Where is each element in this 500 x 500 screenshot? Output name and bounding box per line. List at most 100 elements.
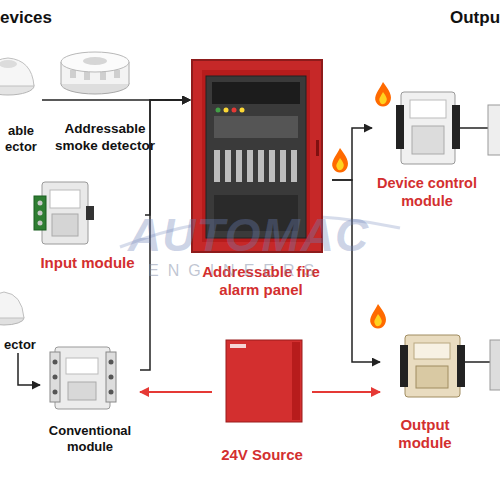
detector-illustration xyxy=(0,58,34,95)
node-caption: Output module xyxy=(380,416,470,454)
node-caption: Conventional module xyxy=(40,423,140,456)
flame-icon xyxy=(370,304,386,329)
power-box xyxy=(226,340,302,422)
smoke-detector-box: Addressable smoke detector xyxy=(45,45,165,155)
detector-illustration xyxy=(0,292,24,325)
node-caption: 24V Source xyxy=(221,446,303,465)
control-module-box: Device control module xyxy=(372,85,482,210)
flame-outer xyxy=(332,148,348,173)
module-board xyxy=(416,366,448,388)
wire-connector xyxy=(332,180,380,362)
module-board xyxy=(412,126,444,154)
panel-led xyxy=(224,108,229,113)
control-module-illustration xyxy=(396,92,460,164)
wire-connector xyxy=(140,391,212,393)
panel-led xyxy=(240,108,245,113)
panel-module xyxy=(258,150,264,182)
flame-inner xyxy=(336,158,343,170)
node-caption: Input module xyxy=(40,254,134,273)
terminal-screw xyxy=(53,375,58,380)
fire-alarm-panel-box: Addressable fire alarm panel xyxy=(190,55,332,300)
terminal-screw xyxy=(53,360,58,365)
panel-module xyxy=(214,150,220,182)
detector-top xyxy=(61,52,129,72)
fire-panel-illustration xyxy=(192,60,322,252)
wire-connector xyxy=(312,391,380,393)
panel-led xyxy=(232,108,237,113)
panel-module xyxy=(280,150,286,182)
panel-window xyxy=(206,76,306,238)
power-supply-illustration xyxy=(226,340,302,422)
panel-led xyxy=(216,108,221,113)
panel-display xyxy=(212,82,300,104)
conventional-module-illustration xyxy=(50,347,116,409)
panel-door xyxy=(202,70,310,242)
panel-module xyxy=(225,150,231,182)
module-plate xyxy=(401,92,455,164)
panel-handle xyxy=(316,140,319,156)
cropped-device xyxy=(488,105,500,155)
smoke-detector-illustration xyxy=(61,52,129,94)
terminal-screw xyxy=(38,201,43,206)
power-source-box: 24V Source xyxy=(212,335,312,465)
panel-module xyxy=(269,150,275,182)
terminal-block xyxy=(86,206,94,220)
module-sticker xyxy=(414,343,450,359)
module-sticker xyxy=(66,358,98,374)
detector-dome xyxy=(0,292,24,318)
flame-inner xyxy=(379,92,386,104)
terminal-block xyxy=(452,105,460,149)
panel-bay xyxy=(214,195,298,231)
module-plate xyxy=(405,335,460,397)
detector-vent xyxy=(70,70,76,78)
detector-edge xyxy=(129,62,130,84)
flame-inner xyxy=(374,314,381,326)
panel-cabinet xyxy=(192,60,322,252)
terminal-block xyxy=(457,345,465,387)
detector-dome xyxy=(0,58,34,86)
terminal-block xyxy=(396,105,404,149)
terminal-screw xyxy=(109,375,114,380)
detector-sensor xyxy=(83,57,107,65)
terminal-screw xyxy=(109,360,114,365)
flame-outer xyxy=(375,82,391,107)
terminal-block xyxy=(400,345,408,387)
detector-sensor xyxy=(0,60,17,68)
node-caption: Addressable fire alarm panel xyxy=(190,263,332,301)
conventional-module-box: Conventional module xyxy=(40,340,140,455)
terminal-block xyxy=(50,352,60,402)
cropped-device xyxy=(490,340,500,390)
wire-connector xyxy=(145,100,190,215)
flame-icon xyxy=(375,82,391,107)
module-board xyxy=(68,382,96,400)
watermark-text: AUTOMAC xyxy=(128,208,369,262)
wire-connector xyxy=(332,128,372,180)
detector-box: ector xyxy=(0,285,40,353)
node-caption: Addressable smoke detector xyxy=(45,121,165,155)
input-module-illustration xyxy=(34,182,94,244)
terminal-block xyxy=(34,196,46,230)
module-sticker xyxy=(50,190,80,208)
detector-edge xyxy=(61,62,62,84)
input-module-box: Input module xyxy=(30,175,145,273)
module-plate xyxy=(42,182,88,244)
flame-outer xyxy=(370,304,386,329)
power-box-side xyxy=(292,342,300,420)
module-board xyxy=(52,214,78,236)
terminal-screw xyxy=(53,390,58,395)
terminal-screw xyxy=(38,221,43,226)
output-module-illustration xyxy=(400,335,465,397)
power-box-label xyxy=(230,344,246,348)
node-caption: able ector xyxy=(0,123,42,156)
terminal-block xyxy=(106,352,116,402)
panel-module xyxy=(291,150,297,182)
section-heading: evices xyxy=(0,8,52,28)
node-caption: Device control module xyxy=(372,174,482,210)
terminal-screw xyxy=(38,211,43,216)
terminal-screw xyxy=(109,390,114,395)
flame-icon xyxy=(332,148,348,173)
panel-module xyxy=(236,150,242,182)
wire-connector xyxy=(18,353,40,385)
module-sticker xyxy=(410,100,446,118)
